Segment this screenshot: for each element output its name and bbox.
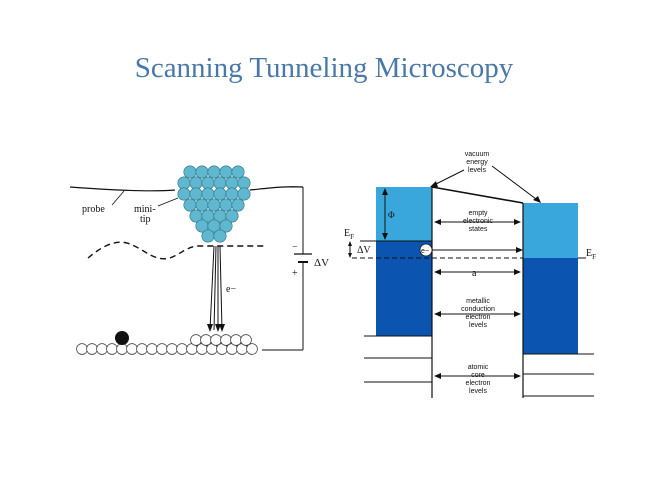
tip-atom xyxy=(177,187,191,201)
probe-label: probe xyxy=(82,204,105,215)
gap-label: a xyxy=(472,268,477,279)
tip-atom xyxy=(201,229,215,243)
minitip-label-line1: mini- xyxy=(134,204,156,215)
minitip-label-line2: tip xyxy=(140,214,151,225)
tip-atom xyxy=(183,198,197,212)
tip-atom xyxy=(213,187,227,201)
surface-atom xyxy=(126,343,138,355)
surface-atom xyxy=(230,334,242,346)
fermi-left-label: EF xyxy=(344,228,354,241)
tip-atom xyxy=(183,165,197,179)
svg-text:atomic: atomic xyxy=(468,364,489,371)
svg-text:energy: energy xyxy=(466,159,488,166)
surface-atom xyxy=(86,343,98,355)
svg-text:electron: electron xyxy=(466,380,491,387)
svg-text:empty: empty xyxy=(468,210,488,217)
svg-text:electronic: electronic xyxy=(463,218,493,225)
surface-atom xyxy=(146,343,158,355)
band-electron-label: e− xyxy=(421,248,429,255)
svg-text:electron: electron xyxy=(466,314,491,321)
plus-sign: + xyxy=(292,268,298,279)
minitip-pointer xyxy=(157,197,179,207)
tip-atom xyxy=(219,198,233,212)
fermi-right-label: EF xyxy=(586,248,596,261)
tip-atom xyxy=(195,165,209,179)
surface-atom xyxy=(96,343,108,355)
surface-atom xyxy=(190,334,202,346)
electron-beam xyxy=(207,245,225,332)
svg-text:levels: levels xyxy=(469,388,487,395)
surface-atom xyxy=(200,334,212,346)
tip-atom xyxy=(207,165,221,179)
slide-title: Scanning Tunneling Microscopy xyxy=(134,52,514,84)
surface-atom xyxy=(176,343,188,355)
svg-text:states: states xyxy=(469,226,488,233)
left-tip-diagram: e− − + ΔV probe mini- tip xyxy=(69,165,329,355)
left-vacuum-gap-region xyxy=(376,187,432,241)
vacuum-pointer-left xyxy=(431,169,465,187)
surface-atom xyxy=(106,343,118,355)
tip-atom xyxy=(237,187,251,201)
sample-surface-atoms xyxy=(76,334,258,355)
tip-atom xyxy=(201,176,215,190)
right-vacuum-gap-region xyxy=(523,203,578,258)
surface-atom xyxy=(76,343,88,355)
tip-atom xyxy=(213,229,227,243)
tip-atom xyxy=(201,187,215,201)
svg-text:levels: levels xyxy=(468,167,486,174)
svg-text:core: core xyxy=(471,372,485,379)
vacuum-pointer-right xyxy=(491,165,541,203)
tip-atom xyxy=(237,176,251,190)
tip-atom xyxy=(177,176,191,190)
metallic-levels-label: metallic conduction electron levels xyxy=(461,298,495,329)
tip-atom xyxy=(207,198,221,212)
adsorbate-atom xyxy=(115,331,129,345)
tip-atom xyxy=(225,209,239,223)
surface-atom xyxy=(156,343,168,355)
surface-atom xyxy=(240,334,252,346)
vacuum-energy-label: vacuum energy levels xyxy=(465,151,490,174)
work-function-label: Φ xyxy=(388,210,395,220)
right-conduction-band xyxy=(523,258,578,354)
voltage-label: ΔV xyxy=(314,257,329,269)
surface-atom xyxy=(246,343,258,355)
energy-band-diagram: Φ ΔV EF EF e− a vacuum xyxy=(344,151,596,398)
tunneling-dashed-contour xyxy=(87,241,265,260)
mini-tip-atom-cluster xyxy=(177,165,251,243)
minus-sign: − xyxy=(292,242,298,253)
svg-text:conduction: conduction xyxy=(461,306,495,313)
svg-text:vacuum: vacuum xyxy=(465,151,490,158)
electron-label: e− xyxy=(226,284,236,295)
surface-atom xyxy=(220,334,232,346)
delta-v-label: ΔV xyxy=(357,245,371,256)
tip-atom xyxy=(189,187,203,201)
tip-atom xyxy=(189,176,203,190)
tip-atom xyxy=(225,176,239,190)
surface-atom xyxy=(210,334,222,346)
vacuum-barrier-top xyxy=(431,186,524,204)
bias-circuit xyxy=(262,187,312,351)
probe-pointer xyxy=(111,190,125,206)
tip-atom xyxy=(219,219,233,233)
tip-atom xyxy=(219,165,233,179)
surface-atom xyxy=(166,343,178,355)
svg-text:metallic: metallic xyxy=(466,298,490,305)
tip-atom xyxy=(195,198,209,212)
left-conduction-band xyxy=(376,241,432,336)
tip-atom xyxy=(213,176,227,190)
surface-atom xyxy=(116,343,128,355)
tunneling-electron xyxy=(419,243,433,257)
surface-atom xyxy=(136,343,148,355)
empty-states-label: empty electronic states xyxy=(463,210,493,233)
core-levels-label: atomic core electron levels xyxy=(466,364,491,395)
tip-atom xyxy=(231,165,245,179)
tip-atom xyxy=(231,198,245,212)
tip-atom xyxy=(225,187,239,201)
svg-text:levels: levels xyxy=(469,322,487,329)
